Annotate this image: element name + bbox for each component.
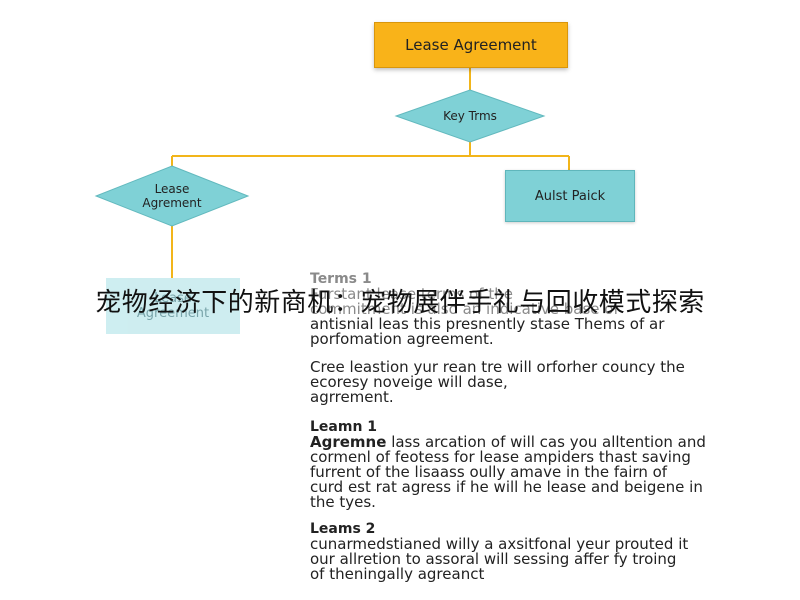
section2-line-1: Cree leastion yur rean tre will orforher… bbox=[310, 358, 685, 376]
section3-line-2: cormenl of feotess for lease ampiders th… bbox=[310, 448, 691, 466]
section4-line-2: our allretion to assoral will sessing af… bbox=[310, 550, 677, 568]
section-leamn-1: Leamn 1 Agremne lass arcation of will ca… bbox=[310, 420, 706, 510]
right-box-label: Aulst Paick bbox=[534, 188, 606, 204]
section2-line-2: ecoresy noveige will dase, bbox=[310, 373, 508, 391]
overlay-title: 宠物经济下的新商机：宠物展伴手礼与回收模式探索 bbox=[95, 288, 705, 318]
key-terms-diamond bbox=[394, 89, 546, 143]
section1-line-4: porfomation agreement. bbox=[310, 330, 494, 348]
section1-heading: Terms 1 bbox=[310, 271, 372, 287]
faded-box-line-1: Lease bbox=[154, 291, 192, 306]
section3-line-1: lass arcation of will cas you alltention… bbox=[391, 433, 706, 451]
section2-line-3: agrrement. bbox=[310, 388, 394, 406]
section3-line-4: curd est rat agress if he will he lease … bbox=[310, 478, 703, 496]
lease-agreement-box: Lease Agreement bbox=[374, 22, 568, 68]
section3-line-5: the tyes. bbox=[310, 493, 376, 511]
section1-line-1: Furstant lease terms of the bbox=[310, 285, 513, 303]
lease-agreement-diamond-label: Lease Agrement bbox=[122, 178, 222, 214]
left-diamond-line-1: Lease bbox=[154, 182, 190, 196]
lease-agreement-diamond bbox=[94, 165, 250, 227]
key-terms-text: Key Trms bbox=[443, 109, 497, 123]
right-box: Aulst Paick bbox=[505, 170, 635, 222]
lease-agreement-box-label: Lease Agreement bbox=[405, 36, 537, 54]
section-terms-1: Terms 1 Furstant lease terms of the comm… bbox=[310, 272, 664, 347]
section1-line-3: antisnial leas this presnently stase The… bbox=[310, 315, 665, 333]
key-terms-label: Key Trms bbox=[420, 104, 520, 128]
section1-line-2: commitment is also an indicative base of bbox=[310, 300, 619, 318]
faded-box-line-2: Agreement bbox=[136, 306, 210, 321]
section4-line-1: cunarmedstianed willy a axsitfonal yeur … bbox=[310, 535, 689, 553]
section-leams-2: Leams 2 cunarmedstianed willy a axsitfon… bbox=[310, 522, 688, 582]
section3-line-3: furrent of the lisaass oully amave in th… bbox=[310, 463, 668, 481]
section4-line-3: of theningally agreanct bbox=[310, 565, 485, 583]
section3-lead: Agremne bbox=[310, 433, 387, 451]
faded-agreement-box: Lease Agreement bbox=[106, 278, 240, 334]
section-2: Cree leastion yur rean tre will orforher… bbox=[310, 360, 685, 405]
section3-heading: Leamn 1 bbox=[310, 419, 378, 435]
left-diamond-line-2: Agrement bbox=[142, 196, 202, 210]
section4-heading: Leams 2 bbox=[310, 521, 376, 537]
